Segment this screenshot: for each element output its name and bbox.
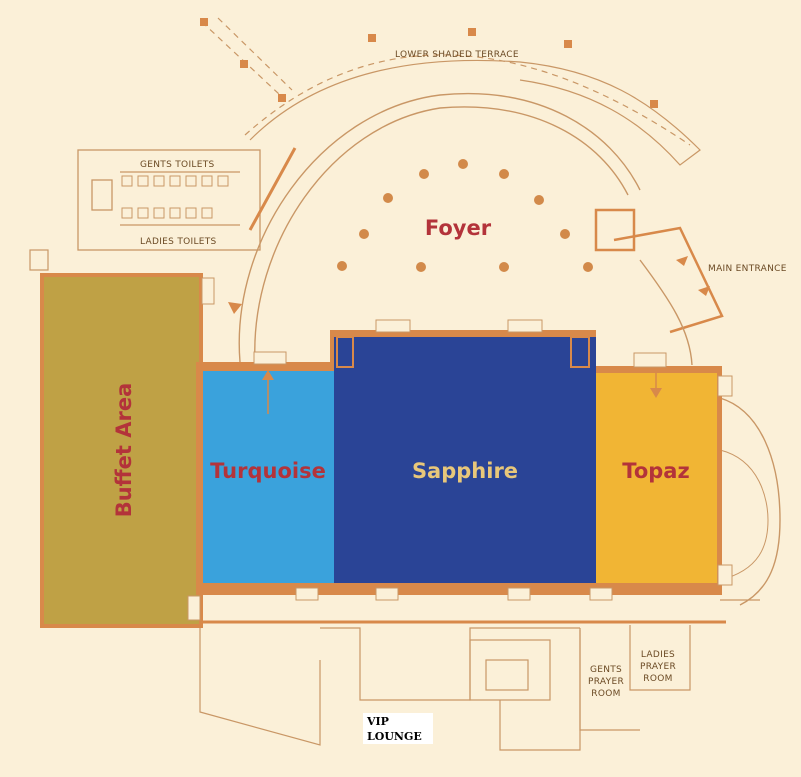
lower-shaded-terrace-label: LOWER SHADED TERRACE — [395, 50, 519, 60]
main-entrance-label: MAIN ENTRANCE — [708, 264, 787, 274]
east-glass-annex — [719, 397, 781, 606]
entrance-curve — [639, 259, 693, 366]
terrace-posts — [200, 18, 658, 108]
foyer-label: Foyer — [425, 216, 492, 240]
ladies-prayer-room-label-line3: ROOM — [643, 674, 672, 684]
foyer-outer-wall — [238, 93, 641, 363]
terrace-stair-line — [201, 21, 281, 96]
toilet-stalls — [121, 175, 229, 219]
buffet-area-label: Buffet Area — [112, 383, 136, 518]
terrace-outline — [249, 59, 701, 166]
gents-toilets-label: GENTS TOILETS — [140, 160, 215, 170]
entrance-arrow-2 — [698, 286, 710, 296]
ladies-toilets-label: LADIES TOILETS — [140, 237, 217, 247]
vip-lounge-label-line2: LOUNGE — [367, 730, 422, 743]
gents-prayer-room-label-line1: GENTS — [590, 665, 622, 675]
topaz-room — [596, 373, 717, 583]
ladies-prayer-room-label-line2: PRAYER — [640, 662, 676, 672]
sapphire-room — [334, 337, 596, 583]
toilet-divider-wall — [248, 147, 297, 231]
entrance-arrow-1 — [676, 256, 688, 266]
east-glass-annex-inner — [719, 449, 769, 581]
west-annex — [29, 249, 49, 271]
toilets-block — [77, 149, 261, 251]
terrace-arc — [244, 54, 691, 146]
gents-prayer-room-label-line3: ROOM — [591, 689, 620, 699]
vip-lounge-label-line1: VIP — [367, 715, 389, 728]
vip-lounge-label-box: VIP LOUNGE — [363, 713, 433, 744]
foyer-inner-wall — [254, 106, 629, 363]
topaz-door-arrowhead — [650, 388, 662, 398]
turquoise-label: Turquoise — [210, 459, 326, 483]
topaz-label: Topaz — [622, 459, 689, 483]
terrace-stair-line-2 — [217, 17, 293, 91]
gents-prayer-room-label-line2: PRAYER — [588, 677, 624, 687]
turquoise-door-arrowhead — [262, 370, 274, 380]
sapphire-corner-right — [570, 336, 590, 368]
main-entrance-structure — [594, 208, 724, 334]
sapphire-corner-left — [336, 336, 354, 368]
lower-block-outlines — [199, 599, 760, 751]
sapphire-label: Sapphire — [412, 459, 518, 483]
ladies-prayer-room-label-line1: LADIES — [641, 650, 675, 660]
doors — [187, 277, 733, 621]
foyer-arrow — [228, 302, 242, 314]
foyer-columns — [337, 159, 593, 272]
buffet-area-room — [40, 273, 203, 628]
